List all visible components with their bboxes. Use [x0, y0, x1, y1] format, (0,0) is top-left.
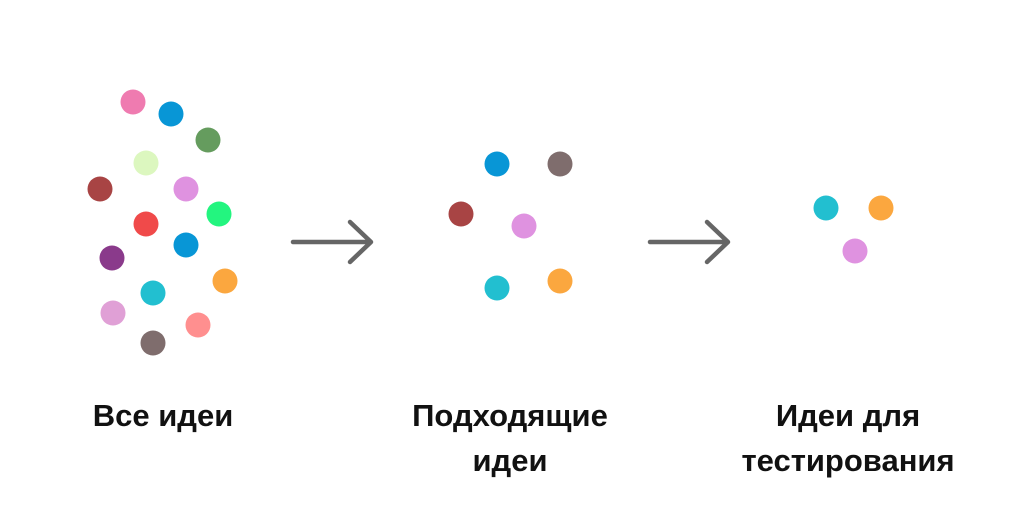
idea-dot: [133, 150, 159, 176]
label-line: Подходящие: [412, 398, 608, 433]
test-ideas-label: Идеи для тестирования: [698, 393, 998, 483]
idea-dot: [511, 213, 537, 239]
label-line: тестирования: [741, 443, 955, 478]
idea-dot: [140, 280, 166, 306]
suitable-ideas-label: Подходящие идеи: [360, 393, 660, 483]
all-ideas-dots: [87, 89, 238, 356]
idea-dot: [87, 176, 113, 202]
suitable-ideas-dots: [448, 151, 573, 301]
all-ideas-label: Все идеи: [13, 393, 313, 438]
idea-dot: [813, 195, 839, 221]
idea-dot: [99, 245, 125, 271]
idea-dot: [173, 232, 199, 258]
idea-dot: [547, 268, 573, 294]
idea-dot: [484, 275, 510, 301]
idea-dot: [547, 151, 573, 177]
idea-dot: [140, 330, 166, 356]
label-line: Идеи для: [775, 398, 921, 433]
test-ideas-dots: [813, 195, 894, 264]
arrow-icon: [290, 219, 374, 265]
label-line: идеи: [472, 443, 548, 478]
idea-dot: [173, 176, 199, 202]
idea-dot: [185, 312, 211, 338]
idea-dot: [100, 300, 126, 326]
idea-dot: [133, 211, 159, 237]
arrow-icon: [647, 219, 731, 265]
idea-dot: [158, 101, 184, 127]
idea-dot: [120, 89, 146, 115]
idea-dot: [484, 151, 510, 177]
idea-dot: [195, 127, 221, 153]
idea-dot: [868, 195, 894, 221]
idea-dot: [212, 268, 238, 294]
idea-dot: [842, 238, 868, 264]
idea-dot: [448, 201, 474, 227]
idea-dot: [206, 201, 232, 227]
label-line: Все идеи: [92, 398, 234, 433]
